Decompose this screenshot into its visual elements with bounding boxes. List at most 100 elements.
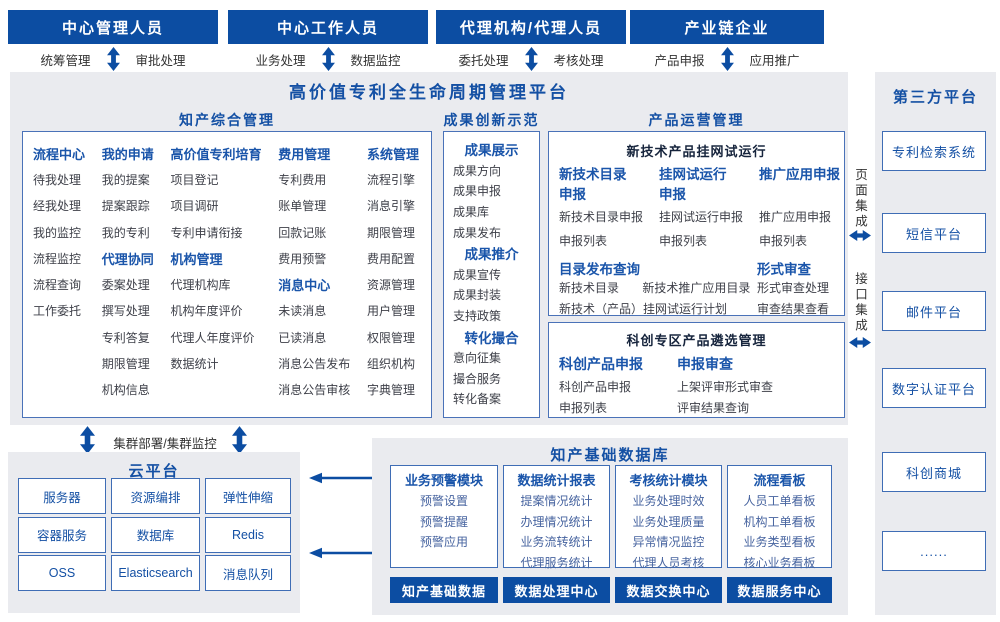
third-party-box: 邮件平台 bbox=[882, 291, 986, 331]
role-label: 考核处理 bbox=[553, 53, 604, 68]
menu-item: 期限管理 bbox=[366, 225, 415, 240]
menu-item: 审查结果查看 bbox=[757, 302, 830, 316]
menu-item: 项目调研 bbox=[170, 199, 219, 214]
menu-item: 数据统计 bbox=[170, 357, 219, 372]
menu-item: 申报列表 bbox=[759, 234, 808, 248]
third-party-box: 科创商城 bbox=[882, 452, 986, 492]
menu-item: 异常情况监控 bbox=[632, 535, 705, 549]
menu-column: 系统管理流程引擎消息引擎期限管理费用配置资源管理用户管理权限管理组织机构字典管理 bbox=[367, 140, 419, 403]
menu-group: 业务预警模块预警设置预警提醒预警应用 bbox=[390, 465, 498, 568]
menu-item: 机构信息 bbox=[101, 383, 150, 398]
menu-group: 申报审查上架评审形式审查评审结果查询 bbox=[677, 354, 773, 419]
third-party-box: 短信平台 bbox=[882, 213, 986, 253]
menu-item: 消息公告审核 bbox=[278, 383, 351, 398]
menu-group-header: 考核统计模块 bbox=[629, 473, 708, 488]
menu-item: 资源管理 bbox=[366, 278, 415, 293]
cloud-service-box: 消息队列 bbox=[205, 555, 291, 591]
cloud-service-box: OSS bbox=[18, 555, 106, 591]
menu-item: 申报列表 bbox=[559, 401, 608, 415]
selection-groups: 科创产品申报科创产品申报申报列表申报审查上架评审形式审查评审结果查询 bbox=[549, 349, 844, 419]
menu-item: 费用预警 bbox=[278, 251, 327, 266]
menu-item: 挂网试运行申报 bbox=[659, 210, 744, 224]
role-label: 业务处理 bbox=[255, 53, 306, 68]
menu-column: 流程中心待我处理经我处理我的监控流程监控流程查询工作委托 bbox=[33, 140, 85, 403]
data-center-box: 数据服务中心 bbox=[727, 577, 832, 603]
menu-column: 成果展示成果方向成果申报成果库成果发布成果推介成果宣传成果封装支持政策转化撮合意… bbox=[444, 132, 539, 409]
menu-group-header: 形式审查 bbox=[757, 262, 811, 277]
cloud-service-box: Elasticsearch bbox=[111, 555, 200, 591]
new-tech-trial-box: 新技术产品挂网试运行 新技术目录申报新技术目录申报申报列表挂网试运行申报挂网试运… bbox=[548, 131, 845, 316]
menu-group: 推广应用申报推广应用申报申报列表 bbox=[759, 165, 840, 253]
menu-item: 代理人员考核 bbox=[632, 555, 705, 570]
actor-roles-row: 产品申报 应用推广 bbox=[630, 46, 824, 72]
menu-item: 权限管理 bbox=[366, 330, 415, 345]
vertical-double-arrow-icon bbox=[232, 426, 247, 454]
menu-item: 机构年度评价 bbox=[170, 304, 243, 319]
menu-item: 我的专利 bbox=[101, 225, 150, 240]
menu-group-header: 流程看板 bbox=[753, 473, 806, 488]
menu-item: 我的提案 bbox=[101, 172, 150, 187]
menu-group: 挂网试运行申报挂网试运行申报申报列表 bbox=[659, 165, 759, 253]
vertical-double-arrow-icon bbox=[321, 47, 335, 71]
menu-item: 业务流转统计 bbox=[520, 535, 593, 549]
menu-item: 专利申请衔接 bbox=[170, 225, 243, 240]
menu-group: 流程看板人员工单看板机构工单看板业务类型看板核心业务看板 bbox=[727, 465, 832, 570]
menu-item: 撮合服务 bbox=[453, 371, 502, 386]
menu-group-header: 推广应用申报 bbox=[759, 167, 840, 182]
menu-item: 待我处理 bbox=[33, 172, 82, 187]
third-party-box: 专利检索系统 bbox=[882, 131, 986, 171]
menu-item: 预警提醒 bbox=[419, 514, 468, 529]
menu-item: 成果库 bbox=[453, 205, 490, 220]
data-centers-row: 知产基础数据数据处理中心数据交换中心数据服务中心 bbox=[390, 577, 832, 603]
ip-management-box: 流程中心待我处理经我处理我的监控流程监控流程查询工作委托 我的申请我的提案提案跟… bbox=[22, 131, 432, 418]
menu-group-header: 消息中心 bbox=[278, 278, 331, 294]
menu-item: 预警应用 bbox=[419, 535, 468, 549]
role-label: 产品申报 bbox=[654, 53, 705, 68]
menu-group-header: 我的申请 bbox=[101, 146, 154, 162]
menu-item: 流程查询 bbox=[33, 278, 82, 293]
declare-groups: 新技术目录申报新技术目录申报申报列表挂网试运行申报挂网试运行申报申报列表推广应用… bbox=[549, 160, 844, 253]
menu-group-header: 业务预警模块 bbox=[404, 473, 483, 488]
menu-item: 提案跟踪 bbox=[101, 199, 150, 214]
menu-item: 形式审查处理 bbox=[757, 281, 830, 295]
vertical-double-arrow-icon bbox=[106, 47, 120, 71]
menu-item: 新技术目录申报 bbox=[559, 210, 644, 224]
menu-item: 业务类型看板 bbox=[743, 535, 816, 549]
section-title-ip-management: 知产综合管理 bbox=[179, 112, 275, 128]
menu-item: 新技术推广应用目录 bbox=[642, 281, 751, 295]
menu-item: 未读消息 bbox=[278, 304, 327, 319]
menu-item: 成果宣传 bbox=[453, 267, 502, 282]
actor-roles-row: 委托处理 考核处理 bbox=[436, 46, 626, 72]
menu-item: 科创产品申报 bbox=[559, 380, 632, 394]
third-party-title: 第三方平台 bbox=[892, 89, 978, 106]
menu-item: 人员工单看板 bbox=[743, 494, 816, 508]
menu-item: 专利费用 bbox=[278, 172, 327, 187]
menu-item: 代理人年度评价 bbox=[170, 330, 255, 345]
menu-item: 代理服务统计 bbox=[520, 555, 593, 570]
menu-item: 新技术目录 bbox=[559, 281, 620, 295]
role-label: 应用推广 bbox=[749, 53, 800, 68]
menu-item: 已读消息 bbox=[278, 330, 327, 345]
database-modules: 业务预警模块预警设置预警提醒预警应用数据统计报表提案情况统计办理情况统计业务流转… bbox=[390, 465, 832, 570]
cloud-title: 云平台 bbox=[128, 463, 180, 480]
menu-item: 申报列表 bbox=[659, 234, 708, 248]
role-label: 审批处理 bbox=[135, 53, 186, 68]
menu-item: 办理情况统计 bbox=[520, 514, 593, 529]
menu-column: 我的申请我的提案提案跟踪我的专利代理协同委案处理撰写处理专利答复期限管理机构信息 bbox=[102, 140, 154, 403]
menu-item: 委案处理 bbox=[101, 278, 150, 293]
menu-item: 消息公告发布 bbox=[278, 357, 351, 372]
actor-box-center-managers: 中心管理人员 bbox=[8, 10, 218, 44]
menu-item: 撰写处理 bbox=[101, 304, 150, 319]
menu-item: 成果发布 bbox=[453, 226, 502, 241]
menu-item: 经我处理 bbox=[33, 199, 82, 214]
database-title: 知产基础数据库 bbox=[550, 447, 670, 464]
menu-item: 评审结果查询 bbox=[677, 401, 750, 415]
menu-group-header: 目录发布查询 bbox=[559, 262, 640, 277]
menu-column: 费用管理专利费用账单管理回款记账费用预警消息中心未读消息已读消息消息公告发布消息… bbox=[278, 140, 350, 403]
api-integration-label: 接口集成 bbox=[853, 272, 867, 334]
third-party-box: ...... bbox=[882, 531, 986, 571]
cloud-service-box: 数据库 bbox=[111, 516, 200, 553]
third-party-panel: 第三方平台 专利检索系统短信平台邮件平台数字认证平台科创商城...... bbox=[875, 72, 996, 615]
